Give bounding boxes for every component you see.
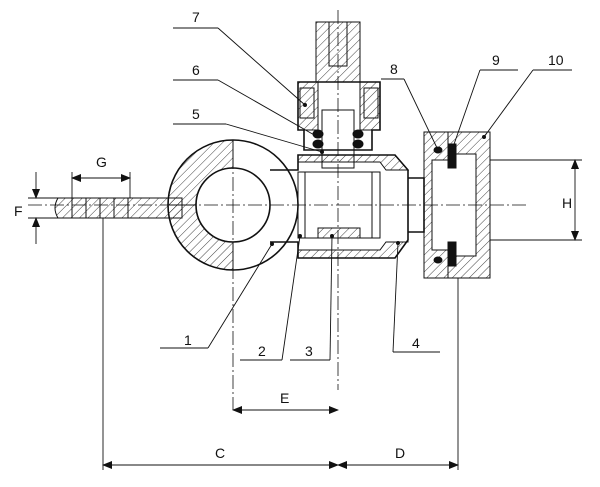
oring-6d (352, 139, 364, 149)
callout-10: 10 (548, 52, 564, 68)
lever-handle (54, 197, 183, 219)
oring-6c (312, 139, 324, 149)
nut-right (363, 87, 379, 119)
oring-6b (352, 129, 364, 139)
union-nut (408, 131, 491, 279)
dim-label-e: E (280, 390, 289, 406)
callout-9: 9 (492, 52, 500, 68)
gasket-9b (447, 241, 457, 267)
stem-top-hatch (315, 21, 361, 83)
gasket-9a (447, 143, 457, 169)
callout-7: 7 (192, 9, 200, 25)
dimensions: F G H E C D (14, 154, 582, 470)
seat-ring (317, 227, 361, 239)
dim-label-h: H (562, 195, 572, 211)
callout-5: 5 (192, 106, 200, 122)
callout-3: 3 (305, 343, 313, 359)
dim-label-d: D (395, 445, 405, 461)
callout-2: 2 (258, 343, 266, 359)
callout-6: 6 (192, 62, 200, 78)
ball-circle (195, 167, 271, 243)
bonnet-left (297, 81, 319, 131)
main-body (270, 154, 410, 259)
oring-8b (433, 256, 443, 264)
stem-shaft (321, 109, 355, 169)
callout-4: 4 (412, 335, 420, 351)
callout-8: 8 (390, 61, 398, 77)
callout-1: 1 (184, 332, 192, 348)
dim-label-f: F (14, 203, 23, 219)
lever-arm (54, 197, 183, 219)
dim-label-g: G (96, 154, 107, 170)
body-left-lower (167, 204, 234, 271)
nut-left (299, 87, 315, 119)
stem-assembly (297, 21, 381, 169)
stem-top-bore (328, 21, 348, 67)
body-top-wall (297, 154, 410, 171)
body-left-upper (167, 139, 234, 206)
part-callouts: 7 6 5 8 9 10 1 2 (160, 9, 572, 361)
body-bottom-wall (297, 238, 409, 259)
ball-body (167, 139, 299, 271)
dim-label-c: C (215, 445, 225, 461)
bonnet-right (359, 81, 381, 131)
